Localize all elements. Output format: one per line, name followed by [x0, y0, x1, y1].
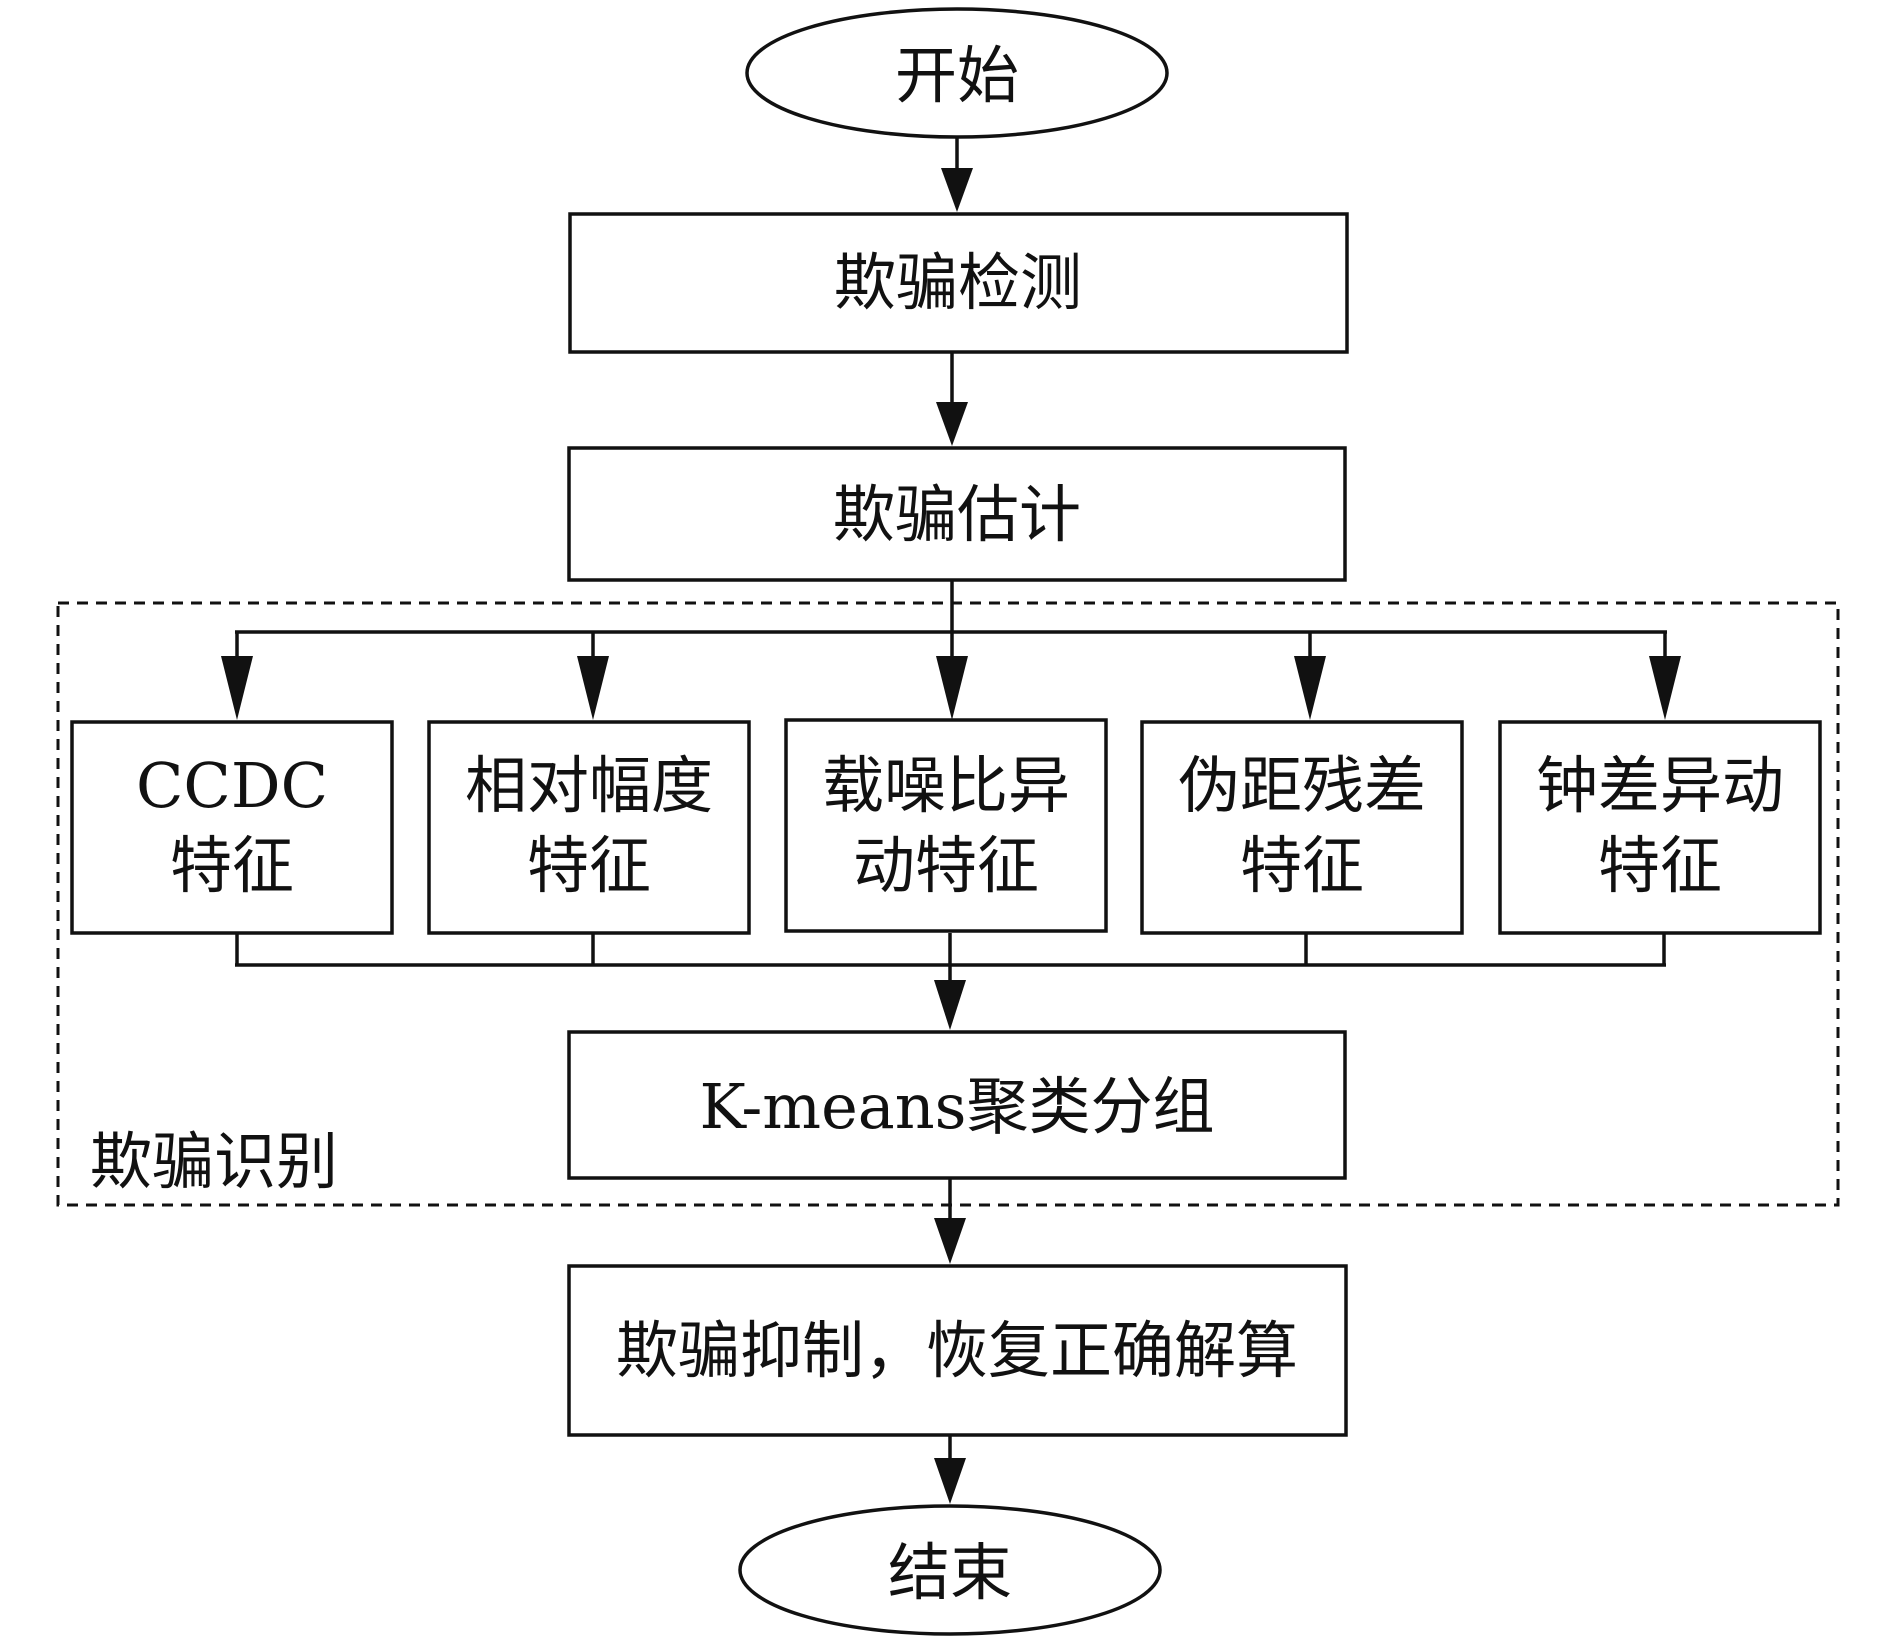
start-terminal [745, 7, 1169, 139]
feature-pseudorange-residual-line1: 伪距残差 [1178, 749, 1426, 822]
kmeans-cluster-box [567, 1030, 1347, 1180]
feature-box-cn0-anomaly [784, 718, 1108, 933]
spoof-identification-group [56, 601, 1840, 1207]
spoof-detection-label: 欺骗检测 [834, 246, 1082, 319]
feature-relative-amplitude-line2: 特征 [527, 829, 651, 902]
spoof-suppression-box [567, 1264, 1348, 1437]
feature-clock-bias-anomaly-line2: 特征 [1598, 829, 1722, 902]
feature-box-relative-amplitude [427, 720, 751, 935]
start-label: 开始 [895, 39, 1019, 112]
arrowhead-to-cluster [934, 980, 966, 1030]
feature-ccdc-line2: 特征 [170, 829, 294, 902]
arrowhead-to-feature-2 [577, 656, 609, 720]
arrowhead-to-estimate [936, 402, 968, 446]
arrowhead-to-suppress [934, 1218, 966, 1264]
feature-ccdc-line1: CCDC [136, 749, 328, 822]
feature-cn0-anomaly-line2: 动特征 [853, 829, 1039, 902]
feature-pseudorange-residual-line2: 特征 [1240, 829, 1364, 902]
arrowhead-to-feature-5 [1649, 656, 1681, 720]
spoof-suppression-label: 欺骗抑制，恢复正确解算 [616, 1314, 1298, 1387]
feature-box-pseudorange-residual [1140, 720, 1464, 935]
feature-relative-amplitude-line1: 相对幅度 [465, 749, 713, 822]
connectors [235, 137, 1667, 1462]
spoof-identification-label: 欺骗识别 [90, 1125, 338, 1198]
arrowhead-to-end [934, 1458, 966, 1504]
arrowheads [221, 168, 1681, 1504]
kmeans-cluster-label: K-means聚类分组 [700, 1070, 1215, 1143]
spoof-estimation-box [567, 446, 1347, 582]
end-terminal [738, 1504, 1162, 1636]
feature-cn0-anomaly-line1: 载噪比异 [822, 749, 1070, 822]
feature-box-ccdc [70, 720, 394, 935]
arrowhead-to-feature-3 [936, 656, 968, 720]
arrowhead-to-detect [941, 168, 973, 212]
feature-clock-bias-anomaly-line1: 钟差异动 [1536, 749, 1784, 822]
end-label: 结束 [888, 1536, 1012, 1609]
arrowhead-to-feature-1 [221, 656, 253, 720]
spoof-detection-box [568, 212, 1349, 354]
feature-box-clock-bias-anomaly [1498, 720, 1822, 935]
spoof-estimation-label: 欺骗估计 [833, 478, 1081, 551]
arrowhead-to-feature-4 [1294, 656, 1326, 720]
